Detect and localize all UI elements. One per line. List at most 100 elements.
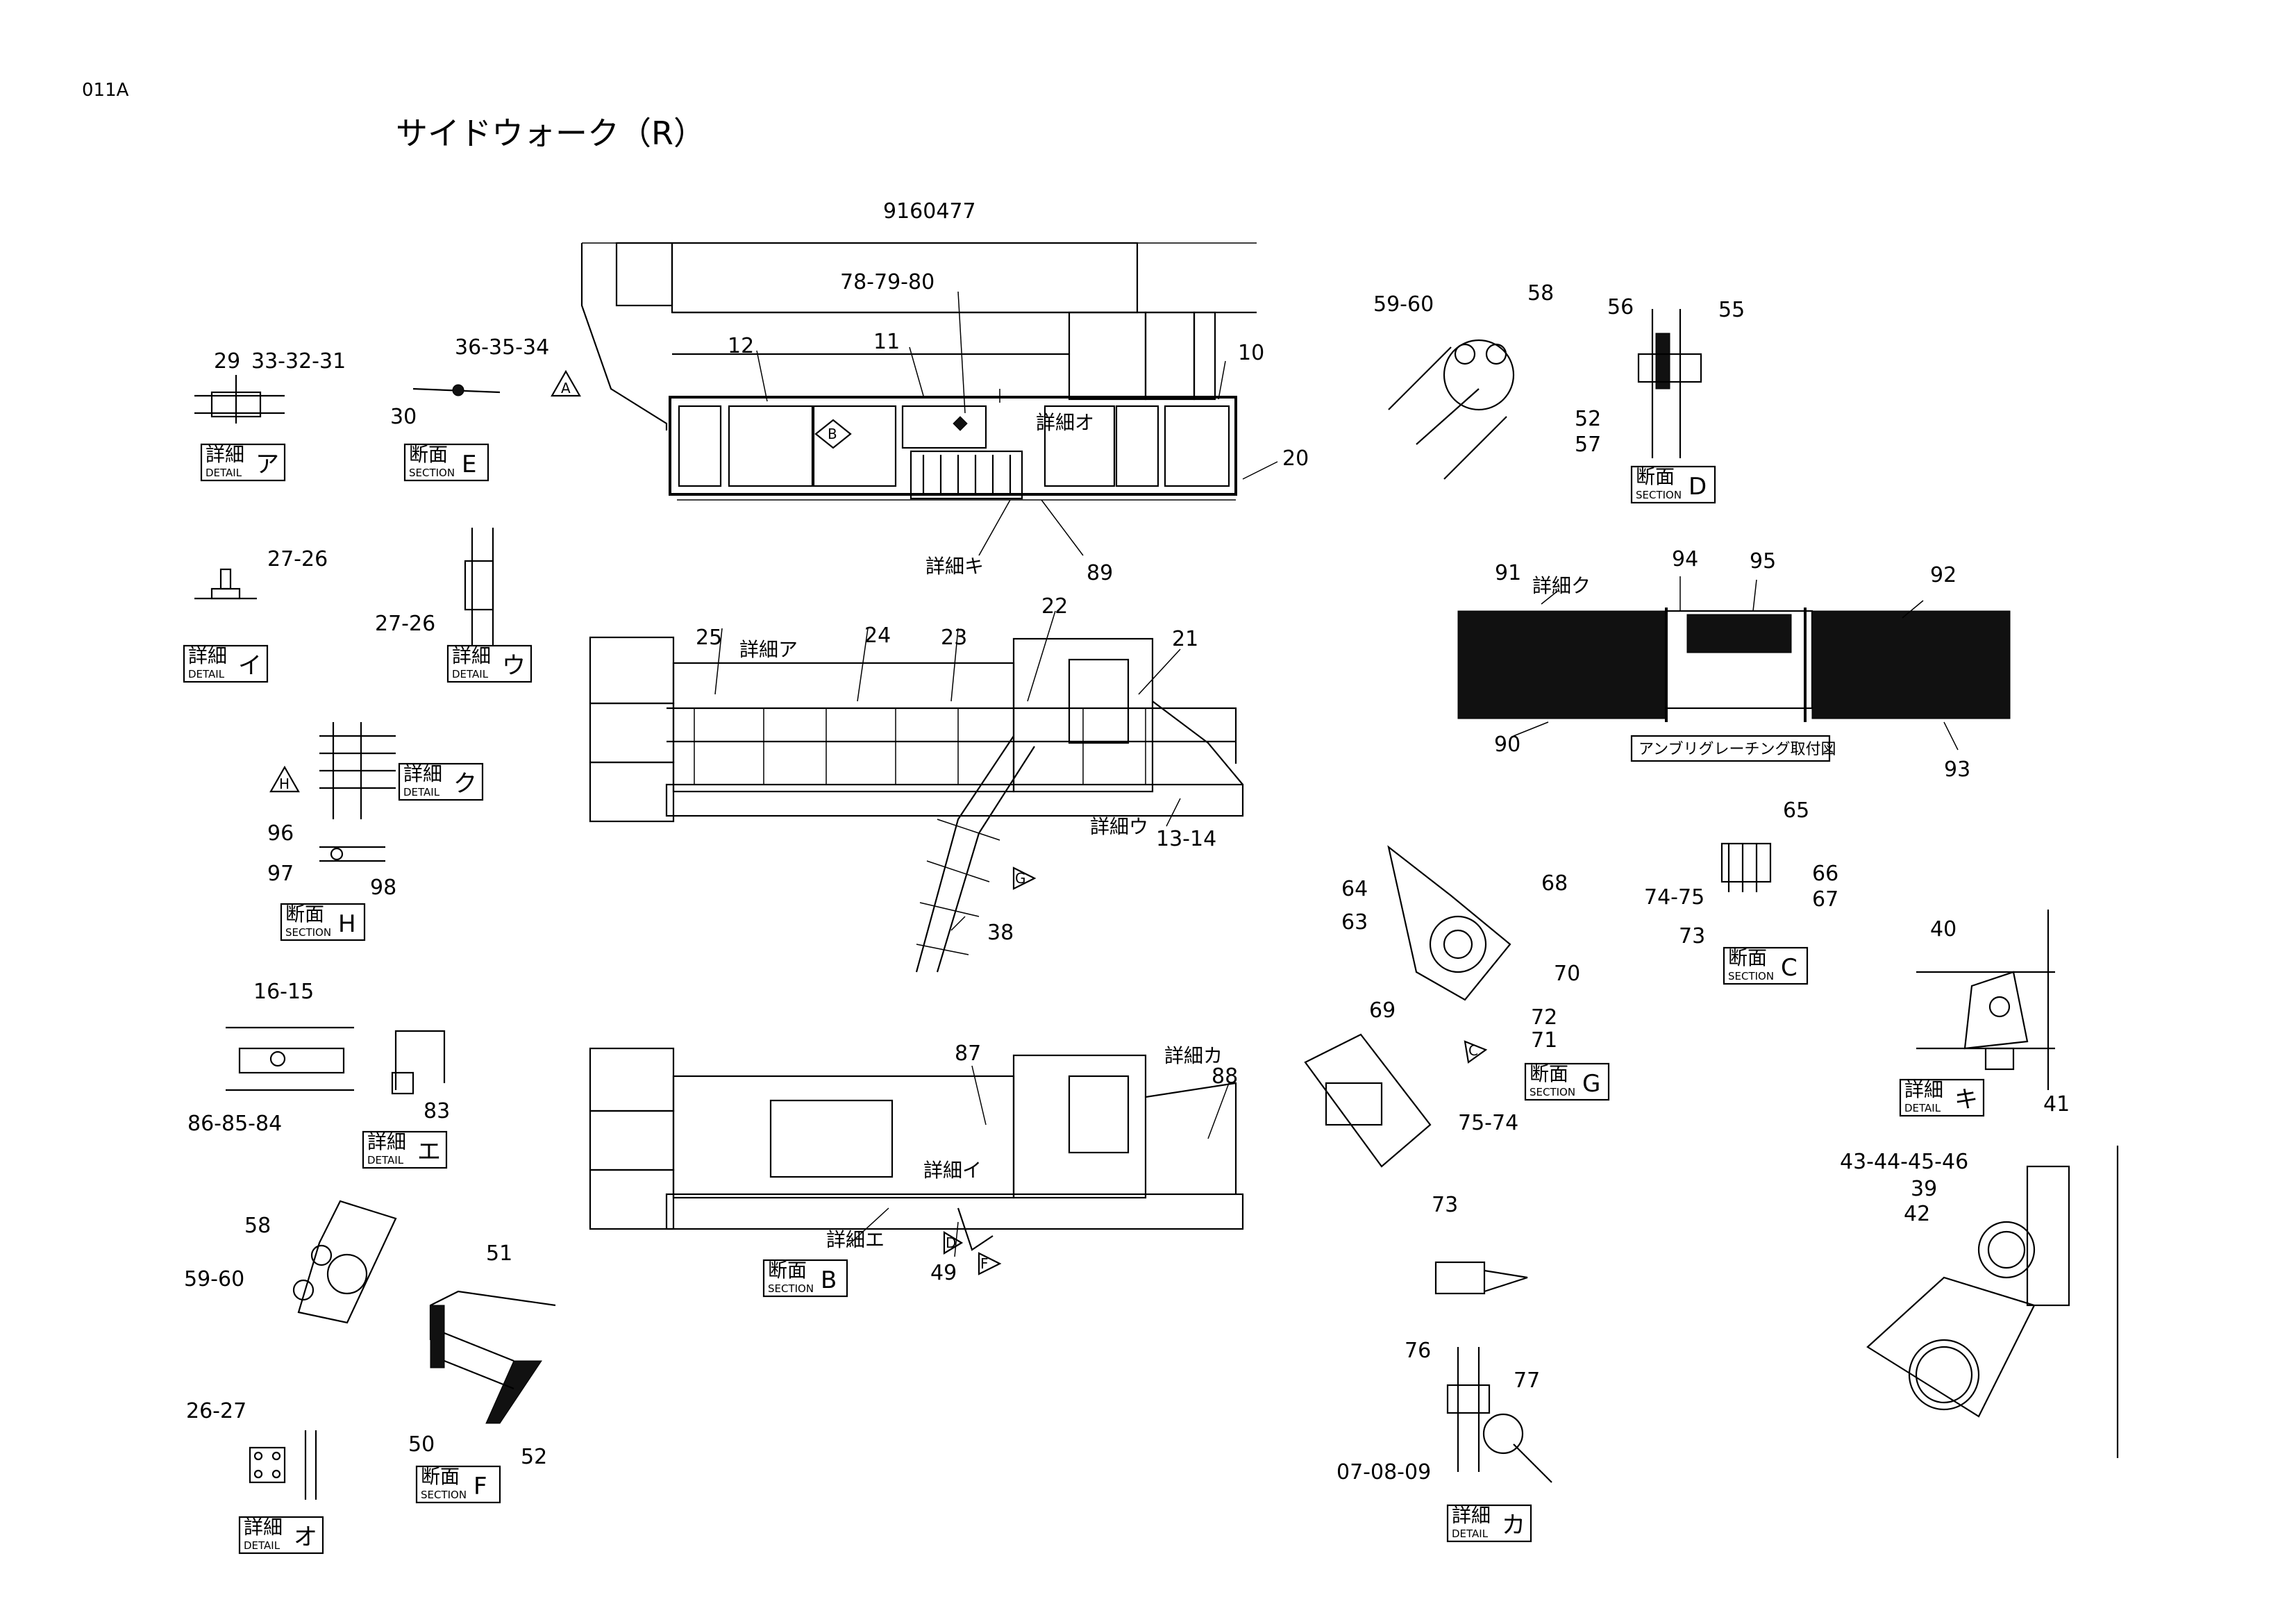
- svg-text:SECTION: SECTION: [1728, 970, 1774, 982]
- svg-text:断面: 断面: [1636, 465, 1675, 488]
- part-label: 52: [521, 1445, 547, 1469]
- part-label: 67: [1812, 887, 1838, 912]
- svg-text:キ: キ: [1954, 1086, 1978, 1114]
- part-label: 50: [408, 1432, 435, 1457]
- callout: 詳細ウ: [1090, 815, 1148, 838]
- detail-tag: 詳細 DETAIL イ: [183, 644, 269, 683]
- section-tag: 断面 SECTION D: [1630, 465, 1716, 504]
- page-title: サイドウォーク（R）: [396, 115, 705, 152]
- svg-text:断面: 断面: [421, 1465, 460, 1488]
- detail-tag: 詳細 DETAIL ウ: [446, 644, 533, 683]
- part-label: 76: [1405, 1339, 1431, 1363]
- part-label: 12: [728, 334, 754, 358]
- svg-text:DETAIL: DETAIL: [403, 786, 440, 798]
- part-label: 86-85-84: [187, 1112, 282, 1136]
- part-label: 95: [1750, 549, 1776, 574]
- detail-tag: 詳細 DETAIL エ: [362, 1130, 448, 1169]
- part-label: 36-35-34: [455, 335, 549, 360]
- svg-text:カ: カ: [1502, 1512, 1525, 1539]
- svg-text:詳細: 詳細: [403, 762, 442, 785]
- part-label: 97: [267, 862, 294, 886]
- part-label: 64: [1341, 877, 1368, 901]
- part-label: 27-26: [267, 547, 328, 571]
- grating-mounting-view: [1457, 576, 2011, 751]
- svg-text:断面: 断面: [768, 1259, 807, 1282]
- grating-caption: アンブリグレーチング取付図: [1639, 741, 1836, 758]
- svg-text:DETAIL: DETAIL: [452, 668, 489, 680]
- svg-text:断面: 断面: [409, 443, 448, 466]
- part-label: 77: [1514, 1368, 1540, 1393]
- part-label: 66: [1812, 862, 1838, 886]
- part-label: 63: [1341, 910, 1368, 935]
- callout: 詳細カ: [1164, 1044, 1223, 1067]
- part-label: 51: [486, 1241, 512, 1266]
- part-label: 39: [1911, 1177, 1937, 1201]
- part-label: 10: [1238, 341, 1264, 365]
- part-label: 70: [1554, 962, 1580, 986]
- svg-text:D: D: [1689, 473, 1707, 501]
- svg-text:F: F: [980, 1255, 989, 1272]
- svg-text:SECTION: SECTION: [421, 1489, 467, 1501]
- part-label: 92: [1930, 563, 1956, 587]
- part-label: 43-44-45-46: [1840, 1150, 1968, 1174]
- svg-text:DETAIL: DETAIL: [367, 1154, 404, 1166]
- svg-text:SECTION: SECTION: [285, 926, 331, 939]
- part-label: 87: [955, 1041, 981, 1066]
- part-label: 78-79-80: [840, 270, 935, 294]
- side-elevation-view: [589, 610, 1244, 973]
- part-label: 52: [1575, 407, 1601, 431]
- section-tag: 断面 SECTION E: [403, 443, 489, 482]
- svg-text:DETAIL: DETAIL: [1904, 1102, 1941, 1114]
- svg-text:断面: 断面: [1728, 946, 1767, 969]
- part-label: 33-32-31: [251, 349, 346, 374]
- part-label: 73: [1679, 924, 1705, 948]
- svg-text:SECTION: SECTION: [1636, 489, 1682, 501]
- part-label: 75-74: [1458, 1111, 1518, 1135]
- section-tag: 断面 SECTION H: [280, 903, 366, 941]
- detail-tag: 詳細 DETAIL ク: [398, 762, 484, 801]
- part-label: 57: [1575, 433, 1601, 457]
- detail-tags: 詳細 DETAIL ア 断面 SECTION E 詳細 DETAIL イ 詳細 …: [183, 443, 1985, 1555]
- svg-text:F: F: [474, 1473, 487, 1500]
- detail-tag: 詳細 DETAIL ア: [200, 443, 286, 482]
- detail-tag: 詳細 DETAIL カ: [1446, 1504, 1532, 1543]
- part-label: 89: [1087, 561, 1113, 585]
- svg-text:SECTION: SECTION: [409, 467, 455, 479]
- part-label: 88: [1212, 1064, 1238, 1089]
- svg-text:オ: オ: [294, 1523, 317, 1551]
- svg-text:C: C: [1781, 954, 1798, 982]
- part-label: 93: [1944, 757, 1970, 782]
- svg-text:ウ: ウ: [502, 652, 526, 680]
- svg-text:E: E: [462, 451, 476, 478]
- svg-text:DETAIL: DETAIL: [1452, 1527, 1489, 1540]
- svg-text:エ: エ: [417, 1138, 441, 1166]
- svg-text:A: A: [561, 380, 571, 396]
- part-label: 38: [987, 921, 1014, 945]
- part-label: 20: [1282, 446, 1309, 471]
- part-label: 58: [244, 1214, 271, 1238]
- svg-text:ア: ア: [255, 451, 279, 478]
- detail-tag: 詳細 DETAIL オ: [238, 1516, 324, 1555]
- svg-text:C: C: [1468, 1042, 1478, 1059]
- svg-text:詳細: 詳細: [1904, 1078, 1943, 1101]
- svg-text:DETAIL: DETAIL: [188, 668, 225, 680]
- svg-text:SECTION: SECTION: [1530, 1086, 1575, 1098]
- detail-callouts: 詳細オ 詳細キ 詳細ア 詳細ウ 詳細カ 詳細イ 詳細エ 詳細ク: [739, 411, 1591, 1251]
- part-label: 13-14: [1156, 827, 1216, 851]
- part-label: 11: [873, 330, 900, 354]
- svg-text:B: B: [821, 1266, 837, 1294]
- part-label: 59-60: [184, 1267, 244, 1291]
- part-label: 58: [1527, 281, 1554, 305]
- callout: 詳細オ: [1036, 411, 1094, 434]
- part-label: 24: [864, 623, 891, 648]
- part-label: 21: [1172, 627, 1198, 651]
- part-label: 72: [1531, 1005, 1557, 1030]
- part-label: 07-08-09: [1336, 1460, 1431, 1484]
- svg-text:断面: 断面: [285, 903, 324, 926]
- part-label: 49: [930, 1261, 957, 1285]
- part-label: 83: [424, 1099, 450, 1123]
- detail-sketches: [194, 309, 2119, 1500]
- section-b-view: [589, 1047, 1244, 1257]
